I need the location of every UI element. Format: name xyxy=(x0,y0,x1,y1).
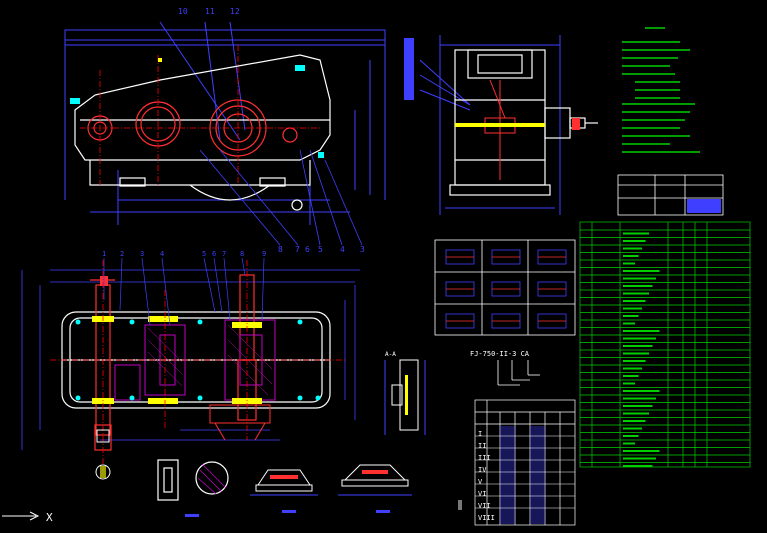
section-label: A-A xyxy=(385,351,396,358)
detail-views xyxy=(95,404,412,517)
section-a-a: A-A xyxy=(384,351,426,435)
plan-view: 1 2 3 4 5 6 7 8 9 xyxy=(21,250,360,470)
part-number: 8 xyxy=(278,245,283,254)
row-label: VIII xyxy=(478,514,495,522)
top-part-numbers: 10 11 12 8 7 6 5 4 3 xyxy=(178,7,365,254)
ucs-axis-label: X xyxy=(46,511,53,524)
parts-list-table xyxy=(579,221,751,468)
row-label: I xyxy=(478,430,482,438)
part-number: 10 xyxy=(178,7,188,16)
part-number: 6 xyxy=(212,250,216,258)
ucs-axis-icon: X xyxy=(2,511,53,524)
part-number: 7 xyxy=(222,250,226,258)
part-number: 6 xyxy=(305,245,310,254)
row-label: V xyxy=(478,478,483,486)
detail-grid xyxy=(434,239,576,336)
row-label: III xyxy=(478,454,491,462)
part-number: 2 xyxy=(120,250,124,258)
parameter-table xyxy=(617,174,724,216)
part-number: 5 xyxy=(318,245,323,254)
part-number: 4 xyxy=(340,245,345,254)
part-number: 9 xyxy=(262,250,266,258)
part-number: 8 xyxy=(240,250,244,258)
ratio-table-rows: I II III IV V VI VII VIII xyxy=(478,430,495,522)
part-number: 3 xyxy=(360,245,365,254)
model-code-label: FJ-750-II-3 CA xyxy=(470,350,530,358)
part-number: 1 xyxy=(102,250,106,258)
row-label: II xyxy=(478,442,486,450)
part-number: 4 xyxy=(160,250,164,258)
row-label: IV xyxy=(478,466,487,474)
part-number: 5 xyxy=(202,250,206,258)
model-code: FJ-750-II-3 CA xyxy=(470,350,540,386)
part-number: 7 xyxy=(295,245,300,254)
ratio-table xyxy=(474,399,576,526)
part-number: 12 xyxy=(230,7,240,16)
row-label: VI xyxy=(478,490,486,498)
front-view: 10 11 12 8 7 6 5 4 3 xyxy=(64,7,386,254)
row-label: VII xyxy=(478,502,491,510)
side-view xyxy=(404,35,598,215)
plan-part-numbers: 1 2 3 4 5 6 7 8 9 xyxy=(102,250,266,258)
technical-notes xyxy=(622,27,700,153)
part-number: 3 xyxy=(140,250,144,258)
part-number: 11 xyxy=(205,7,215,16)
